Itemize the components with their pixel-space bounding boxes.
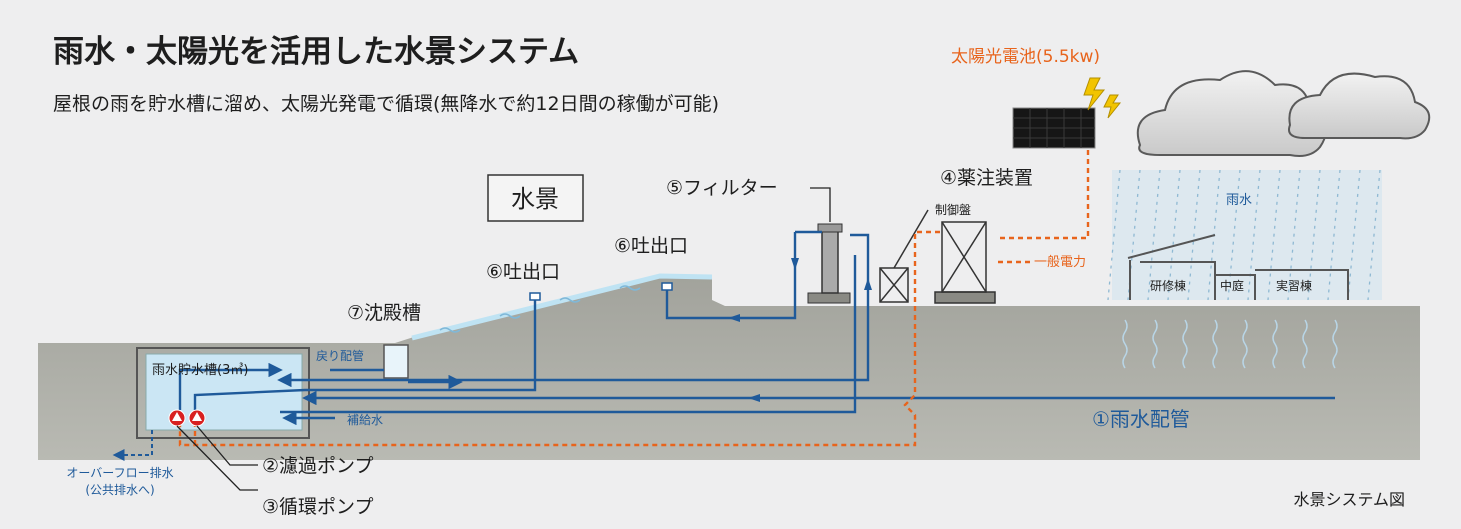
overflow-pipe (112, 430, 153, 461)
return-pipe-label: 戻り配管 (316, 348, 364, 363)
circ-pump-label: ③循環ポンプ (262, 496, 373, 518)
control-panel-box (934, 221, 996, 304)
makeup-water-label: 補給水 (347, 413, 383, 427)
pump-icon (188, 409, 206, 427)
solar-panel-icon (1012, 107, 1096, 149)
building-label-2: 中庭 (1220, 278, 1244, 293)
filter-pump-label: ②濾過ポンプ (262, 455, 373, 477)
page-title: 雨水・太陽光を活用した水景システム (53, 34, 579, 70)
infiltration-marks (1122, 319, 1338, 369)
outlet-lower (529, 292, 541, 301)
overflow-label-1: オーバーフロー排水 (66, 466, 173, 480)
building-label-1: 研修棟 (1150, 278, 1186, 293)
pipe-arrows (728, 258, 872, 402)
lightning-icon (1103, 94, 1122, 119)
cloud-icon (1136, 70, 1431, 157)
settling-tank-label: ⑦沈殿槽 (347, 302, 421, 324)
settling-tank (383, 344, 409, 379)
chemical-label: ④薬注装置 (940, 167, 1033, 189)
grid-power-label: 一般電力 (1034, 254, 1086, 270)
rain-label: 雨水 (1226, 193, 1252, 208)
lightning-icon (1083, 77, 1106, 111)
page-subtitle: 屋根の雨を貯水槽に溜め、太陽光発電で循環(無降水で約12日間の稼働が可能) (53, 93, 719, 115)
outlet-lower-label: ⑥吐出口 (486, 261, 560, 283)
control-panel-label: 制御盤 (935, 202, 971, 217)
solar-battery-label: 太陽光電池(5.5kw) (951, 47, 1100, 67)
pump-icon (168, 409, 186, 427)
filter-label: ⑤フィルター (666, 177, 778, 199)
ground (38, 278, 1420, 460)
rain-pipe-label: ①雨水配管 (1092, 407, 1190, 431)
storage-tank-label: 雨水貯水槽(3㎥) (152, 363, 248, 378)
water-pipes (178, 230, 1335, 426)
caption: 水景システム図 (1293, 490, 1405, 509)
buildings (1127, 234, 1349, 300)
outlet-upper (661, 282, 673, 291)
rain-icon (1107, 169, 1382, 301)
leader-lines (176, 187, 831, 491)
stream-ripples (439, 285, 641, 333)
chemical-device (879, 209, 929, 303)
stream-water (411, 273, 713, 341)
overflow-label-2: (公共排水へ) (85, 483, 154, 497)
building-label-3: 実習棟 (1276, 278, 1312, 293)
suikei-label: 水景 (511, 185, 559, 213)
filter-unit (807, 223, 851, 304)
outlet-upper-label: ⑥吐出口 (614, 235, 688, 257)
suikei-box (487, 174, 584, 222)
